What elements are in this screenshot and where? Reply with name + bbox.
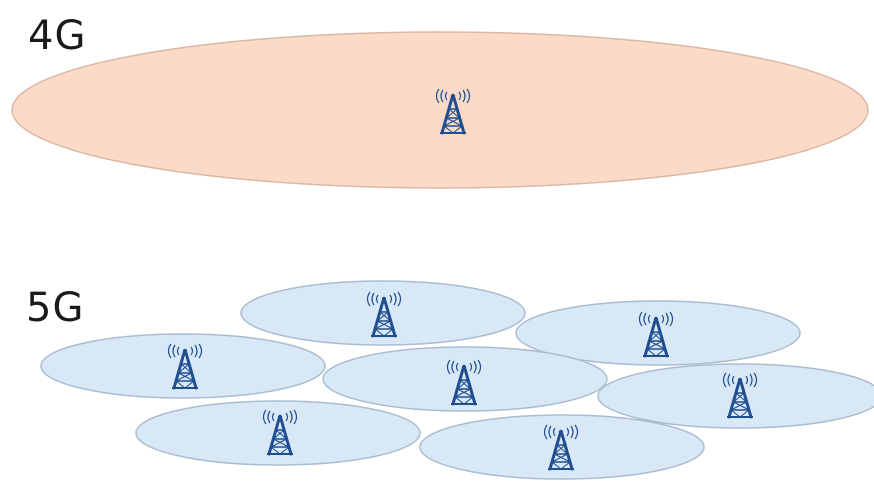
cell-4g [11, 31, 869, 189]
cell-5g-top-center [240, 280, 526, 346]
cell-5g-center [322, 346, 608, 412]
label-4g: 4G [28, 13, 87, 59]
label-5g: 5G [26, 285, 85, 331]
cell-5g-bottom-left [135, 400, 421, 466]
